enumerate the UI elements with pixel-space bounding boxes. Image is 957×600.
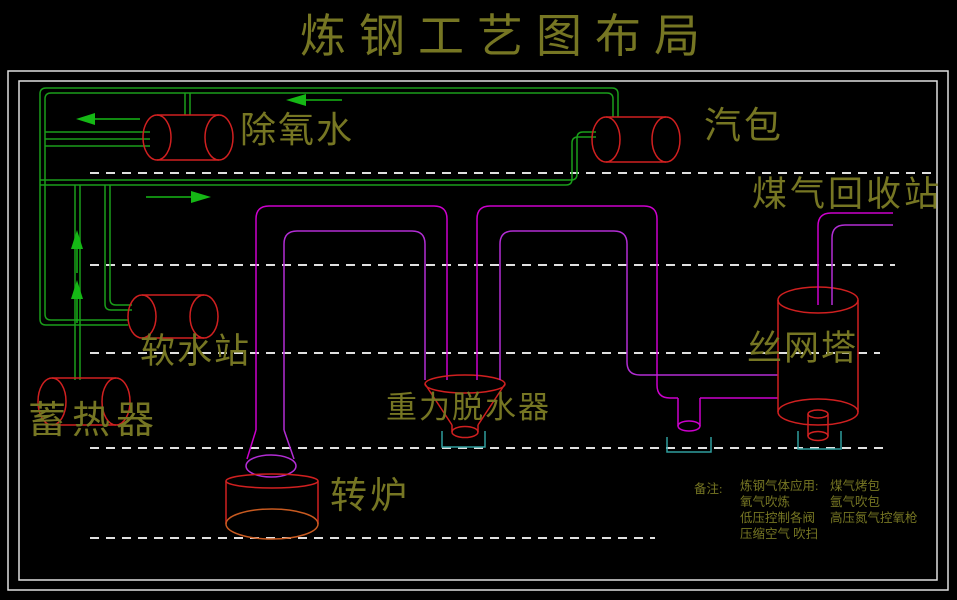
note-row: 炼钢气体应用: 煤气烤包 xyxy=(740,478,918,494)
tower-support-bracket xyxy=(797,431,842,450)
drain-support-bracket xyxy=(666,437,712,453)
tank-heat-accumulator xyxy=(37,377,131,426)
note-col2: 煤气烤包 xyxy=(830,479,881,493)
tank-deaerator xyxy=(142,114,234,161)
arrow-left-deaerator xyxy=(76,113,140,125)
label-gas-recovery-station: 煤气回收站 xyxy=(752,175,943,214)
note-col2: 氩气吹包 xyxy=(830,495,881,509)
notes-block: 炼钢气体应用: 煤气烤包 氧气吹炼 氩气吹包 低压控制各阀高压氮气控氧枪 压缩空气 … xyxy=(740,478,918,542)
notes-prefix: 备注: xyxy=(694,482,723,496)
note-col2: 高压氮气控氧枪 xyxy=(830,511,918,525)
duct-converter-to-dehydrator xyxy=(255,205,448,430)
converter-hood xyxy=(245,429,297,478)
dehydrator-support-bracket xyxy=(441,431,486,448)
label-converter: 转炉 xyxy=(330,476,410,517)
label-heat-accumulator: 蓄热器 xyxy=(28,400,161,442)
drawing-title: 炼钢工艺图布局 xyxy=(300,11,713,62)
label-soft-water-station: 软水站 xyxy=(140,332,252,371)
gravity-dehydrator-funnel xyxy=(424,374,506,448)
note-col1: 炼钢气体应用: xyxy=(740,479,819,493)
arrow-up-accumulator-1 xyxy=(71,230,83,273)
label-deaerator: 除氧水 xyxy=(240,110,355,150)
green-water-piping xyxy=(39,87,619,380)
note-col1: 低压控制各阀 xyxy=(740,511,816,525)
tank-steam-drum xyxy=(591,116,681,163)
drain-trap xyxy=(666,398,712,453)
note-col1: 压缩空气 吹扫 xyxy=(740,527,819,541)
arrow-left-top-header xyxy=(286,94,342,106)
duct-tower-to-gas-recovery xyxy=(817,212,893,305)
note-row: 氧气吹炼 氩气吹包 xyxy=(740,494,918,510)
label-steam-drum: 汽包 xyxy=(704,106,784,147)
mesh-tower-vessel xyxy=(777,286,859,450)
note-col1: 氧气吹炼 xyxy=(740,495,791,509)
flow-arrows xyxy=(71,94,342,323)
arrow-up-accumulator-2 xyxy=(71,280,83,323)
converter-vessel xyxy=(225,473,319,540)
arrow-right-lower-header xyxy=(146,191,211,203)
note-row: 压缩空气 吹扫 xyxy=(740,526,918,542)
duct-dehydrator-to-tower xyxy=(476,205,778,399)
note-row: 低压控制各阀高压氮气控氧枪 xyxy=(740,510,918,526)
elevation-dashed-lines xyxy=(90,172,936,539)
label-gravity-dehydrator: 重力脱水器 xyxy=(386,390,551,425)
tank-soft-water xyxy=(127,294,219,339)
label-mesh-tower: 丝网塔 xyxy=(747,329,859,368)
frame-border xyxy=(7,70,949,591)
